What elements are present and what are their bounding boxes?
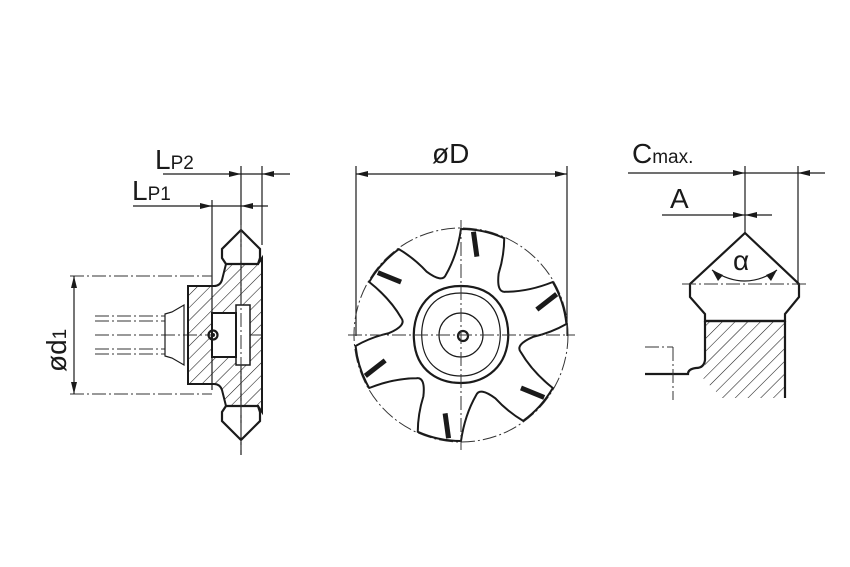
tooth-insert: [470, 231, 480, 257]
alpha-label: α: [733, 245, 749, 276]
tooth-top: [220, 228, 262, 266]
diameter-D-label: øD: [432, 138, 469, 169]
tooth-insert: [535, 292, 559, 312]
lp1-label: LP1: [132, 175, 171, 206]
tooth-insert: [376, 270, 402, 285]
tooth-profile-detail: Cmax. A α: [628, 138, 825, 400]
A-label: A: [670, 183, 689, 214]
tooth-bottom: [220, 404, 262, 442]
side-section-view: LP2 LP1 ød1: [41, 144, 290, 455]
d1-label: ød1: [41, 329, 72, 372]
front-view: øD: [348, 138, 575, 450]
tooth-insert: [442, 413, 452, 439]
tooth-insert: [363, 358, 387, 378]
lp2-label: LP2: [155, 144, 194, 175]
tooth-insert: [520, 385, 546, 400]
cmax-label: Cmax.: [632, 138, 693, 169]
